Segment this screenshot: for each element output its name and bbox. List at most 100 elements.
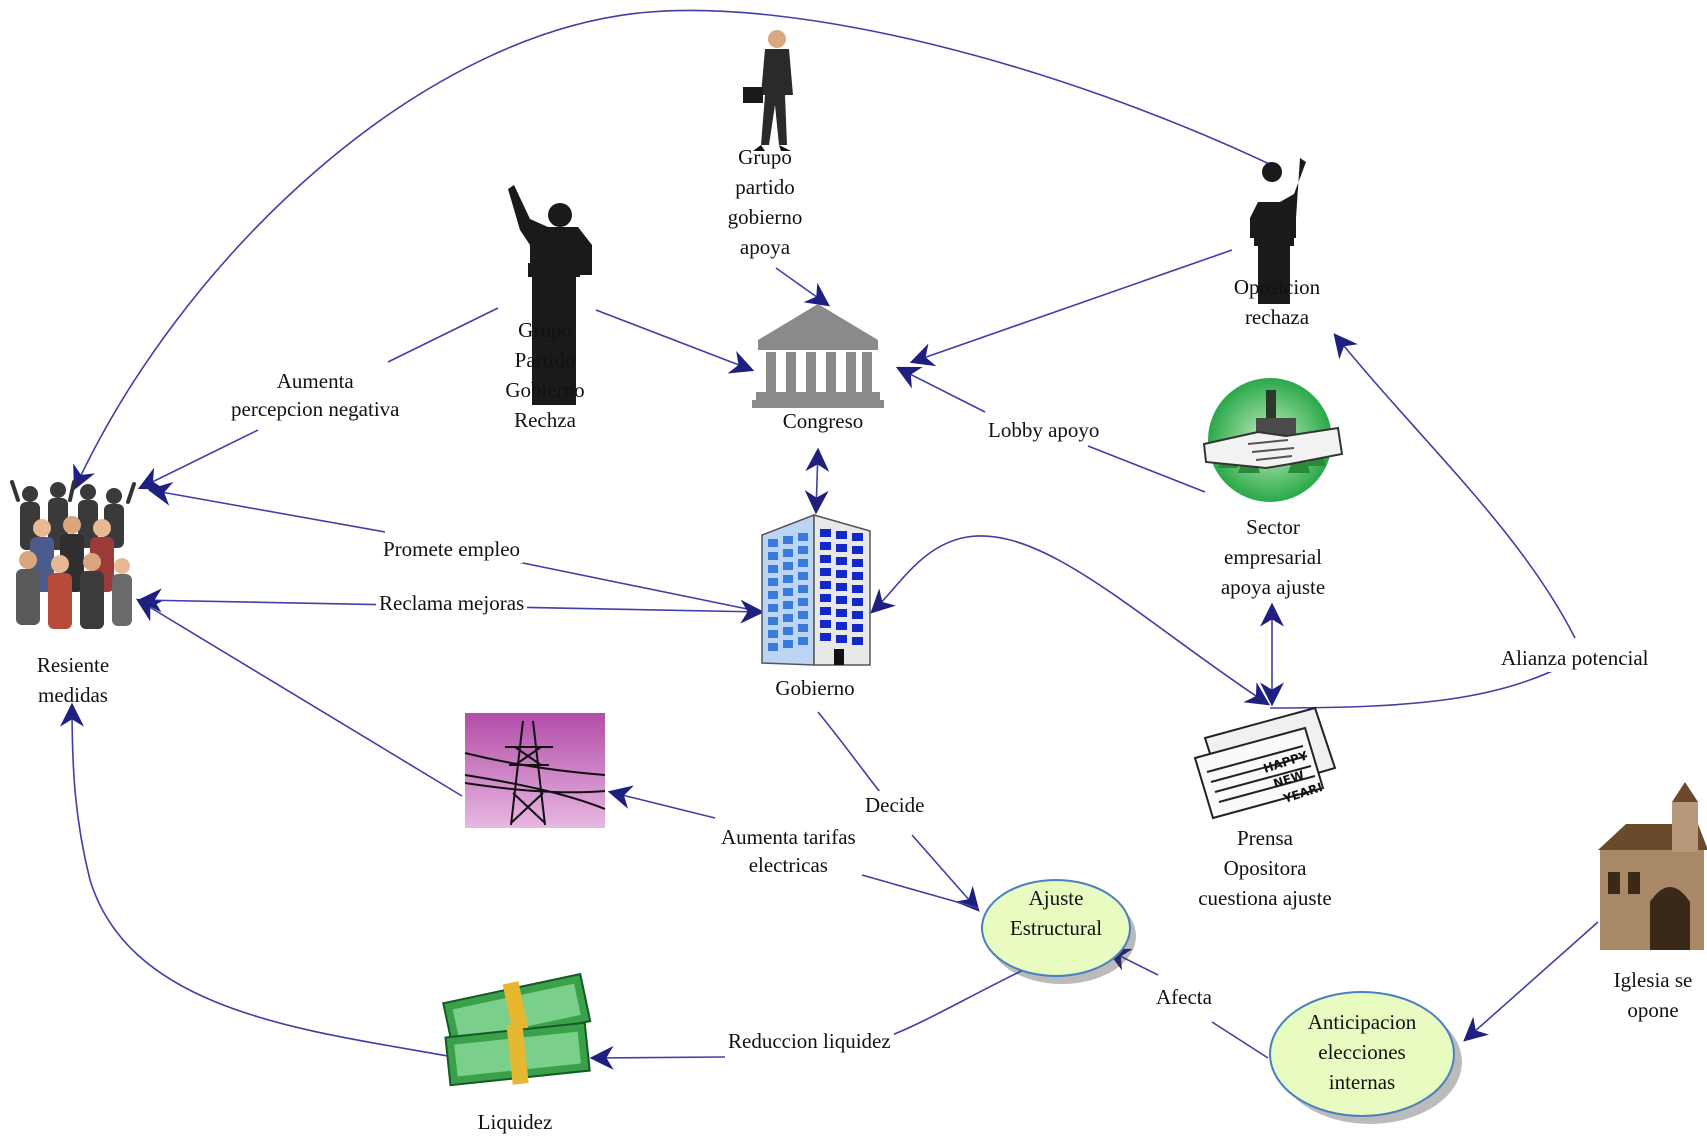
window <box>798 533 808 541</box>
node-ajuste-estructural: Ajuste Estructural <box>1009 886 1103 940</box>
window <box>852 533 863 541</box>
window <box>820 542 831 550</box>
node-oposicion: Oposicion rechaza <box>1233 275 1321 329</box>
window <box>820 620 831 628</box>
window <box>820 529 831 537</box>
edge-liquidez-to-resiente <box>60 702 449 1057</box>
congress-building-icon <box>752 304 884 408</box>
edge-grupo-apoya-to-congreso <box>775 267 830 307</box>
edge-reduccion-a <box>891 961 1041 1036</box>
edge-tarifas-b <box>861 874 979 909</box>
node-resiente-medidas: Resiente medidas <box>36 653 110 707</box>
window <box>783 640 793 648</box>
window <box>820 633 831 641</box>
power-tower-icon <box>464 713 606 828</box>
edge-tarifas-a <box>607 785 716 819</box>
window <box>852 546 863 554</box>
window <box>798 572 808 580</box>
window <box>836 635 847 643</box>
window <box>783 549 793 557</box>
window <box>836 583 847 591</box>
edge-gobierno-prensa <box>870 535 1271 706</box>
edge-oposicion-to-resiente <box>73 9 1279 491</box>
edge-label-alianza-potencial: Alianza potencial <box>1498 644 1652 672</box>
edge-alianza-a <box>1269 659 1576 709</box>
edge-afecta-a <box>1211 1021 1269 1059</box>
node-iglesia: Iglesia se opone <box>1613 968 1693 1022</box>
window <box>798 637 808 645</box>
window <box>836 622 847 630</box>
money-stack-icon <box>442 972 592 1087</box>
edge-alianza-b <box>1333 333 1576 639</box>
ellipse-anticipacion <box>1269 991 1462 1124</box>
window <box>836 570 847 578</box>
edge-sector-to-congreso-b <box>895 366 986 413</box>
window <box>820 568 831 576</box>
window <box>836 531 847 539</box>
window <box>836 544 847 552</box>
node-sector: Sector empresarial apoya ajuste <box>1220 515 1326 599</box>
edge-congreso-gobierno <box>804 447 830 515</box>
edge-grupo-to-resiente-b <box>137 429 259 490</box>
node-prensa: Prensa Opositora cuestiona ajuste <box>1198 826 1332 910</box>
edge-promete-empleo-a <box>147 481 386 533</box>
industry-handshake-icon <box>1202 378 1344 502</box>
window <box>768 617 778 625</box>
window <box>798 585 808 593</box>
window <box>783 575 793 583</box>
edge-decide-a <box>817 711 881 793</box>
window <box>783 588 793 596</box>
window <box>768 539 778 547</box>
window <box>768 578 778 586</box>
window <box>852 624 863 632</box>
window <box>768 552 778 560</box>
church-icon <box>1598 782 1707 950</box>
walking-businessman-icon <box>743 30 793 151</box>
window <box>836 557 847 565</box>
edge-decide-b <box>911 834 980 912</box>
ellipse-ajuste <box>981 879 1136 984</box>
window <box>798 559 808 567</box>
edge-label-lobby-apoyo: Lobby apoyo <box>985 416 1103 444</box>
window <box>820 607 831 615</box>
window <box>852 585 863 593</box>
window <box>783 627 793 635</box>
window <box>768 565 778 573</box>
window <box>768 630 778 638</box>
edge-grupo-rechaza-to-congreso <box>595 309 755 374</box>
window <box>852 598 863 606</box>
window <box>852 559 863 567</box>
edge-sector-to-congreso-a <box>1087 445 1206 493</box>
node-grupo-rechaza: Grupo Partido Gobierno Rechza <box>505 318 585 432</box>
edges <box>60 9 1599 1070</box>
window <box>783 562 793 570</box>
speaker-at-podium-icon <box>508 185 592 405</box>
edge-label-reclama-mejoras: Reclama mejoras <box>376 589 528 617</box>
edge-tower-to-resiente <box>135 598 463 797</box>
window <box>783 536 793 544</box>
window <box>768 604 778 612</box>
window <box>852 572 863 580</box>
edge-iglesia-to-anticipacion <box>1463 921 1599 1042</box>
edge-label-aumenta-tarifas: Aumenta tarifas electricas <box>718 823 859 879</box>
edge-label-aumenta-percepcion: Aumenta percepcion negativa <box>228 367 403 423</box>
window <box>798 598 808 606</box>
edge-promete-empleo-b <box>517 561 763 613</box>
crowd-icon <box>10 480 136 629</box>
newspaper-icon: HAPPY NEW YEAR! <box>1193 706 1337 820</box>
node-gobierno: Gobierno <box>775 676 855 700</box>
window <box>768 643 778 651</box>
node-grupo-apoya: Grupo partido gobierno apoya <box>727 145 803 259</box>
window <box>852 637 863 645</box>
window <box>798 611 808 619</box>
node-anticipacion: Anticipacion elecciones internas <box>1307 1010 1417 1094</box>
window <box>768 591 778 599</box>
window <box>783 601 793 609</box>
window <box>836 596 847 604</box>
window <box>820 581 831 589</box>
edge-grupo-to-resiente-a <box>387 307 499 363</box>
window <box>820 594 831 602</box>
window <box>783 614 793 622</box>
edge-label-promete-empleo: Promete empleo <box>380 535 524 563</box>
